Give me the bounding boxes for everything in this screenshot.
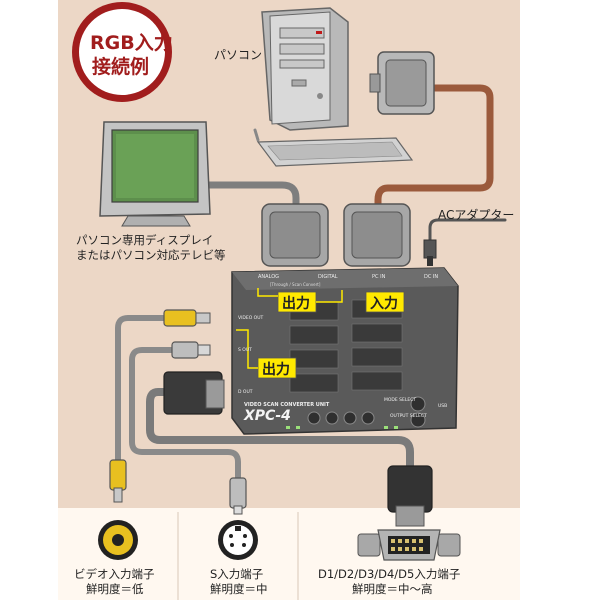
cables (115, 84, 507, 481)
output-tag-left-text: 出力 (262, 362, 290, 378)
pc-rgb-cable (374, 84, 494, 212)
converter-input-dsub (343, 203, 411, 267)
device-mode-select-label: MODE SELECT (384, 398, 417, 403)
output-bracket-lines (236, 288, 343, 369)
s-jack-brightness: 鮮明度＝中 (210, 582, 268, 596)
keyboard-illustration (256, 137, 414, 167)
video-plug-bottom (109, 459, 127, 503)
s-plug-end (171, 341, 211, 359)
output-tag-top-text: 出力 (282, 296, 310, 312)
monitor-label-line1: パソコン専用ディスプレイ (76, 233, 214, 247)
device-video-out-label: VIDEO OUT (238, 316, 264, 321)
video-jack-name: ビデオ入力端子 (74, 567, 155, 581)
rca-jack-icon (98, 520, 138, 560)
d-jack-brightness: 鮮明度＝中〜高 (352, 582, 433, 596)
keyboard-cable (253, 128, 260, 142)
ac-adapter-label: ACアダプター (438, 208, 515, 222)
d-jack-name: D1/D2/D3/D4/D5入力端子 (318, 567, 461, 581)
device-usb-label: USB (438, 404, 448, 409)
monitor-rgb-cable (186, 181, 300, 212)
device-model: XPC-4 (244, 408, 291, 424)
device-bracket-sublabel: [Through / Scan Convert] (270, 282, 321, 287)
device-pcin-label: PC IN (372, 274, 386, 280)
device-s-out-label: S OUT (238, 348, 252, 353)
converter-output-dsub (261, 203, 329, 267)
badge-title-line1: RGB入力 (90, 32, 173, 54)
input-tag-text: 入力 (370, 296, 398, 312)
d-cable (146, 388, 414, 470)
device-subtitle: VIDEO SCAN CONVERTER UNIT (244, 402, 330, 408)
d-plug-bottom (387, 465, 433, 527)
pc-tower-illustration (261, 7, 349, 131)
device-output-select-label: OUTPUT SELECT (390, 414, 427, 419)
video-cable (115, 315, 167, 463)
device-digital-label: DIGITAL (318, 274, 338, 280)
monitor-label-line2: またはパソコン対応テレビ等 (76, 248, 226, 262)
pc-dsub-connector (369, 51, 435, 115)
video-plug-end (163, 309, 211, 327)
device-analog-label: ANALOG (258, 274, 279, 280)
s-plug-bottom (229, 477, 247, 515)
d-jack-icon (357, 529, 461, 561)
video-jack-brightness: 鮮明度＝低 (86, 582, 144, 596)
ac-adapter-cable (428, 218, 507, 246)
pc-label: パソコン (214, 48, 263, 62)
ac-plug (423, 239, 437, 266)
device-d-out-label: D OUT (238, 390, 253, 395)
d-plug-end (163, 371, 225, 415)
s-cable (129, 347, 241, 481)
input-tag (365, 291, 405, 313)
s-jack-name: S入力端子 (210, 567, 264, 581)
badge (72, 2, 172, 102)
monitor-illustration (99, 121, 211, 227)
s-jack-icon (218, 520, 258, 560)
device-dcin-label: DC IN (424, 274, 439, 280)
badge-title-line2: 接続例 (92, 56, 150, 78)
